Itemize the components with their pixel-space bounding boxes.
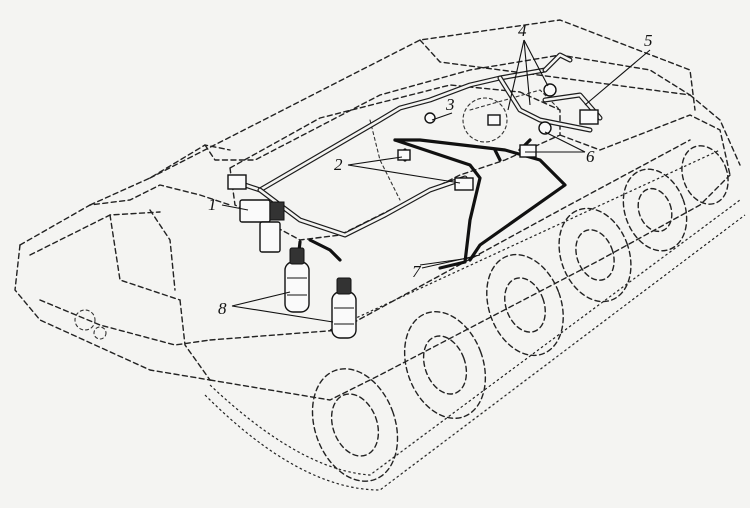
control-unit [259,221,281,253]
callout-2: 2 [334,155,343,174]
extinguisher-cylinder-a [284,247,310,313]
valve-block [239,199,271,223]
nozzle-head [543,83,557,97]
spray-nozzle [519,144,537,158]
spray-nozzle [579,109,599,125]
callout-8: 8 [218,299,227,318]
valve-handle [269,201,285,221]
running-gear [74,97,746,491]
callout-4: 4 [518,21,527,40]
junction-box [227,174,247,190]
thermal-detector [424,112,436,124]
fire-sensor [454,177,474,191]
hull-outline [14,19,741,401]
callout-5: 5 [644,31,653,50]
leader-lines [221,39,651,323]
callout-3: 3 [445,95,455,114]
components [227,83,599,339]
extinguisher-cylinder-b [331,277,357,339]
pipe-network [227,52,603,270]
callouts: 1 2 3 4 5 6 7 8 [208,21,653,318]
nozzle-head [538,121,552,135]
callout-7: 7 [412,262,422,281]
detector-head [397,149,411,161]
callout-6: 6 [586,147,595,166]
detector-head [487,114,501,126]
callout-1: 1 [208,195,217,214]
